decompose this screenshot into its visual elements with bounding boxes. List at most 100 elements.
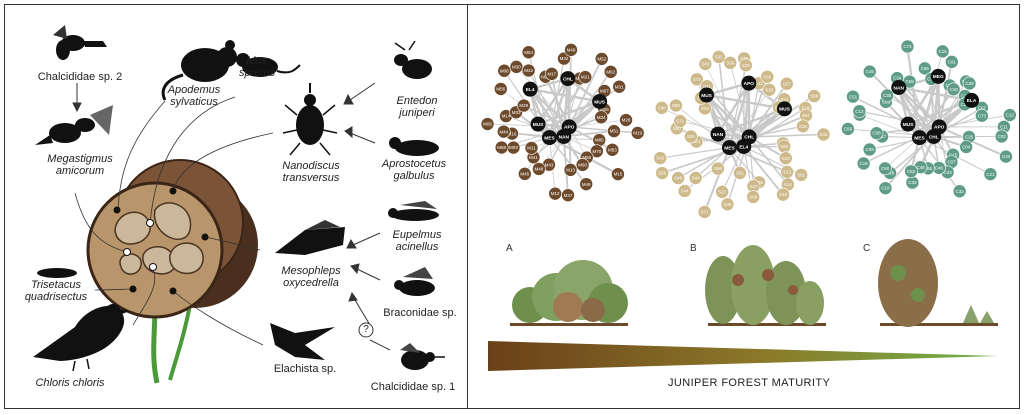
- node-label: M44: [499, 129, 508, 134]
- node-label: S37: [749, 184, 758, 189]
- node-label: M32: [560, 56, 569, 61]
- network-node: M56: [493, 82, 508, 96]
- node-label: C48: [916, 165, 925, 170]
- node-label: M58: [497, 145, 506, 150]
- key-node: MUS: [592, 93, 608, 109]
- network-node: M17: [544, 67, 559, 81]
- node-label: S58: [714, 166, 723, 171]
- node-label: M29: [519, 103, 528, 108]
- connector-dots: [113, 187, 209, 295]
- eupelmus-silhouette: [388, 201, 439, 221]
- network-node: C09: [862, 142, 877, 157]
- node-label: M49: [582, 182, 591, 187]
- node-label: S04: [701, 106, 710, 111]
- node-label: S61: [692, 139, 701, 144]
- panel-letter-a: A: [506, 243, 513, 254]
- network-node: S68: [807, 89, 821, 103]
- key-node: MEG: [930, 68, 946, 84]
- node-label: M85: [595, 138, 604, 143]
- network-node: M51: [607, 124, 621, 138]
- node-label: C52: [907, 169, 916, 174]
- key-node-label: MES: [914, 135, 925, 141]
- node-label: M36: [600, 107, 609, 112]
- network-node: C66: [918, 61, 932, 76]
- network-node: M19: [630, 126, 645, 140]
- apodemus-silhouette: [161, 40, 237, 101]
- node-label: C13: [855, 109, 864, 114]
- network-node: S57: [779, 76, 794, 91]
- forest-stand-c: [878, 239, 998, 327]
- node-label: S68: [810, 94, 819, 99]
- key-node: ELA: [964, 92, 980, 108]
- network-node: M42: [521, 63, 536, 78]
- question-circle: [358, 322, 374, 338]
- node-label: M05: [483, 122, 492, 127]
- key-node-label: APO: [744, 81, 755, 87]
- node-label: C56: [844, 127, 853, 132]
- network-node: C72: [900, 39, 915, 54]
- key-node: MES: [721, 140, 737, 156]
- network-node: C73: [975, 108, 989, 123]
- node-label: C12: [1006, 113, 1015, 118]
- network-node: M70: [590, 144, 604, 158]
- node-label: S26: [799, 124, 808, 129]
- network-node: S30: [684, 129, 698, 144]
- maturity-gradient: [488, 341, 998, 371]
- key-node-label: CHL: [929, 134, 939, 140]
- network-node: M44: [496, 124, 511, 139]
- node-label: C68: [905, 79, 914, 84]
- node-label: C20: [961, 94, 970, 99]
- network-node: C35: [880, 88, 894, 103]
- node-label: C34: [893, 76, 902, 81]
- question-mark: ?: [363, 324, 369, 335]
- network-node: C13: [852, 104, 867, 118]
- node-label: S30: [723, 202, 732, 207]
- node-label: M31: [615, 84, 624, 89]
- network-node: M60: [575, 158, 590, 172]
- node-label: M16: [508, 131, 517, 136]
- berry-stem-2: [168, 304, 192, 381]
- key-node-label: MES: [544, 135, 555, 141]
- node-label: S53: [780, 144, 789, 149]
- node-label: M40: [567, 47, 576, 52]
- node-label: S18: [801, 106, 810, 111]
- key-node: MUS: [900, 116, 916, 132]
- node-label: S11: [755, 81, 763, 86]
- key-node: CHL: [560, 71, 576, 87]
- node-label: C32: [955, 189, 964, 194]
- network-node: M13: [563, 163, 578, 177]
- seed: [153, 202, 192, 240]
- mesophleps-silhouette: [275, 220, 345, 255]
- node-label: C09: [865, 147, 874, 152]
- key-node: MES: [541, 130, 557, 146]
- node-label: M14: [502, 114, 511, 119]
- food-web-diagram: [33, 25, 445, 384]
- network-node: S49: [776, 187, 790, 202]
- network-node: C16: [935, 44, 950, 59]
- network-node: M34: [594, 110, 608, 125]
- node-label: M08: [500, 68, 509, 73]
- node-label: C65: [924, 166, 933, 171]
- key-node: MES: [911, 130, 927, 146]
- network-node: M03: [506, 140, 521, 155]
- node-label: C73: [978, 113, 987, 118]
- node-label: M51: [610, 129, 619, 134]
- key-node-label: MES: [724, 145, 735, 151]
- network-node: C01: [944, 55, 959, 69]
- entedon-silhouette: [394, 40, 432, 79]
- node-label: S36: [740, 56, 749, 61]
- network-node: M53: [605, 142, 620, 157]
- trisetacus-silhouette: [37, 268, 77, 278]
- node-label: M52: [597, 57, 606, 62]
- label-braconidae: Braconidae sp.: [383, 307, 457, 319]
- node-label: M60: [578, 162, 587, 167]
- node-label: C66: [921, 66, 930, 71]
- network-node: C45: [862, 64, 877, 79]
- node-label: S71: [676, 119, 685, 124]
- node-label: C46: [935, 165, 944, 170]
- node-label: S32: [820, 132, 829, 137]
